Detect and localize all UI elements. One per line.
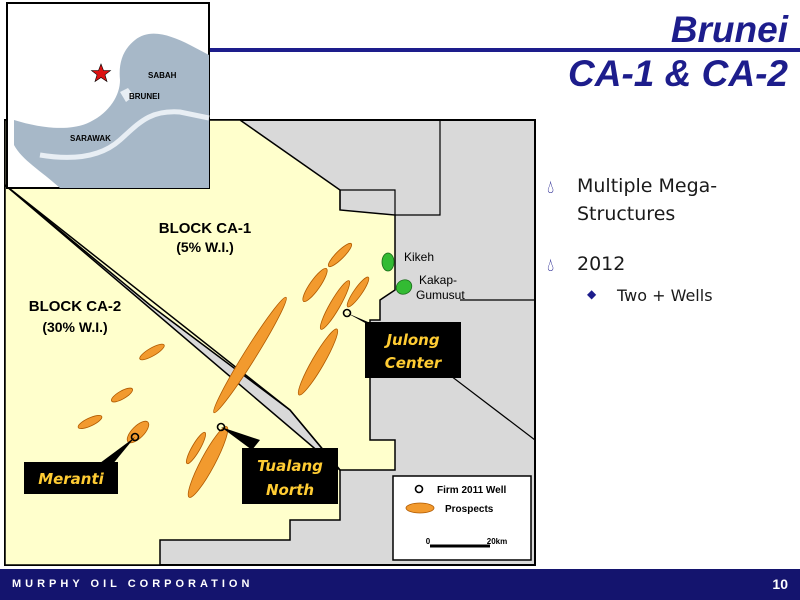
callout-julong-2: Center [385,354,443,372]
callout-julong-bg [365,322,461,378]
footer-bar: MURPHY OIL CORPORATION 10 [0,569,800,600]
field-kakap-gumusut [395,279,413,295]
callout-julong-1: Julong [383,331,439,349]
scale-start: 0 [426,537,431,546]
legend-well-icon [414,484,424,494]
pointer-tualang [221,427,260,450]
scale-end: 20km [487,537,507,546]
prospect [327,242,353,268]
callout-meranti-bg [24,462,118,494]
inset-brunei-label: BRUNEI [129,92,160,101]
block-ca2-name: BLOCK CA-2 [29,298,122,315]
prospect [111,387,133,403]
grid-line-2 [339,189,396,215]
page-number: 10 [772,576,788,592]
drop-bullet-icon: 💧︎ [547,255,555,276]
pointer-meranti [100,437,135,465]
inset-sarawak: SARAWAK [70,134,111,143]
well-meranti [130,432,140,442]
prospect [297,328,339,396]
prospect [346,276,370,308]
title-line2: CA-1 & CA-2 [568,53,788,94]
drop-bullet-icon: 💧︎ [547,177,555,198]
callout-meranti: Meranti [38,470,104,488]
prospect-tualang-north [187,426,229,498]
inset-sabah: SABAH [148,71,177,80]
title-line1: Brunei [670,9,788,50]
block-ca1-wi: (5% W.I.) [176,239,234,255]
inset-brunei [120,88,134,102]
slide-title: Brunei CA-1 & CA-2 [568,8,788,96]
callout-tualang-1: Tualang [257,457,323,475]
title-underline [208,48,800,52]
field-kikeh [381,252,395,272]
callout-tualang-2: North [266,481,314,499]
block-ca2-wi: (30% W.I.) [42,319,107,335]
prospect [302,267,328,303]
bullet-1-line2: Structures [577,203,676,225]
well-julong [342,308,352,318]
prospect [319,280,351,330]
legend-prospect-label: Prospects [445,504,494,515]
label-kikeh: Kikeh [404,250,434,264]
bullet-1-line1: Multiple Mega- [577,175,718,197]
prospect [77,415,103,429]
sub-bullet-text: Two + Wells [617,286,713,305]
legend-well-label: Firm 2011 Well [437,485,507,496]
inset-border [39,109,210,160]
prospect-meranti [126,420,150,444]
sub-bullet: ◆ Two + Wells [547,286,792,305]
star-icon [90,63,112,83]
label-kakap-2: Gumusut [416,288,465,302]
prospects [77,242,370,498]
label-kakap-1: Kakap- [419,273,457,287]
callout-tualang-bg [242,448,338,504]
bullet-2-text: 2012 [577,253,626,275]
bullet-1: 💧︎ Multiple Mega- Structures [547,172,792,228]
legend-prospect-icon [405,502,435,514]
grid-line [395,120,441,216]
bullet-list: 💧︎ Multiple Mega- Structures 💧︎ 2012 ◆ T… [547,172,792,305]
block-ca1-name: BLOCK CA-1 [159,220,252,237]
prospect [185,431,207,465]
map-svg: BLOCK CA-1 (5% W.I.) BLOCK CA-2 (30% W.I… [4,2,536,566]
prospect [139,343,165,361]
bullet-2: 💧︎ 2012 [547,250,792,278]
prospect [213,296,287,414]
diamond-bullet-icon: ◆ [587,287,597,301]
footer-company: MURPHY OIL CORPORATION [12,578,254,590]
map: BLOCK CA-1 (5% W.I.) BLOCK CA-2 (30% W.I… [4,2,536,566]
well-tualang [216,422,226,432]
inset-borneo [14,33,209,188]
